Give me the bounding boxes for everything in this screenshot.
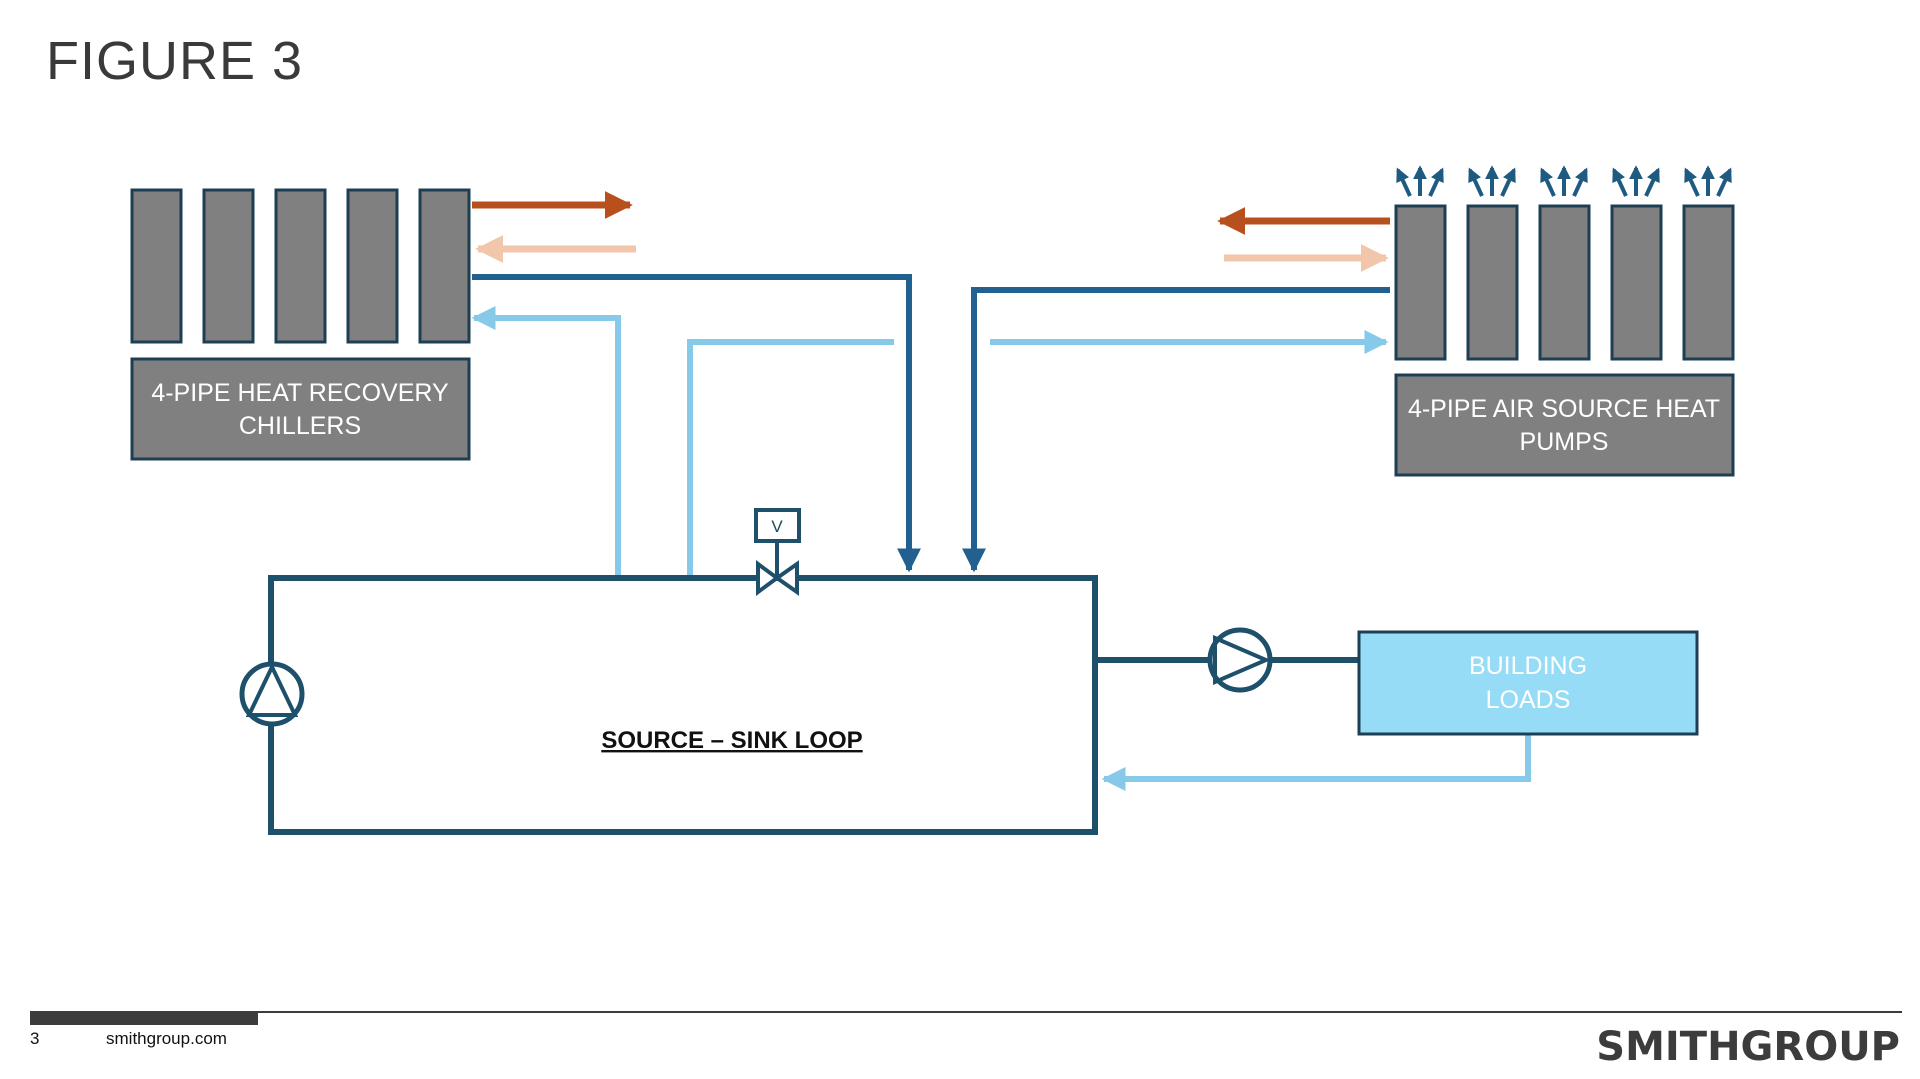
loop-to-chiller-pipe xyxy=(471,306,621,578)
chiller-unit-2 xyxy=(202,188,255,344)
hot-water-arrows xyxy=(472,191,1390,272)
loop-label: SOURCE – SINK LOOP xyxy=(601,727,862,754)
heat-pumps-label-line1: 4-PIPE AIR SOURCE HEAT xyxy=(1408,395,1720,423)
chiller-unit-3 xyxy=(274,188,327,344)
control-valve-icon: V xyxy=(754,508,801,596)
loop-pump-icon xyxy=(239,661,305,727)
slide-title: FIGURE 3 xyxy=(46,31,304,91)
building-loads-branch: BUILDING LOADS xyxy=(1095,627,1699,736)
building-return-pipe xyxy=(1101,734,1531,791)
loop-piping xyxy=(268,575,1098,835)
heat-pump-unit-4 xyxy=(1610,204,1663,361)
page-number: 3 xyxy=(30,1029,40,1048)
connection-pipes xyxy=(471,274,1531,791)
fan-exhaust-arrows-icon xyxy=(1396,165,1732,197)
footer-website: smithgroup.com xyxy=(106,1029,227,1048)
chillers-label-line1: 4-PIPE HEAT RECOVERY xyxy=(151,379,449,407)
heat-pumps-label-box xyxy=(1394,373,1735,477)
building-loads-line2: LOADS xyxy=(1486,686,1571,714)
building-pump-icon xyxy=(1207,627,1273,693)
building-loads-line1: BUILDING xyxy=(1469,652,1587,680)
chillers-label-box xyxy=(130,357,471,461)
source-sink-loop: SOURCE – SINK LOOP V xyxy=(239,508,1098,835)
heat-pumps-label-line2: PUMPS xyxy=(1520,428,1609,456)
chiller-unit-5 xyxy=(418,188,471,344)
chiller-unit-1 xyxy=(130,188,183,344)
footer-accent-bar xyxy=(30,1013,258,1025)
heat-pump-unit-1 xyxy=(1394,204,1447,361)
smithgroup-logo: SMITHGROUP xyxy=(1596,1024,1900,1070)
heat-pump-to-loop-pipe xyxy=(962,287,1390,573)
loop-branch-pipe xyxy=(687,339,894,578)
heat-pump-unit-3 xyxy=(1538,204,1591,361)
heat-pump-unit-2 xyxy=(1466,204,1519,361)
heat-recovery-chillers: 4-PIPE HEAT RECOVERY CHILLERS xyxy=(130,188,471,461)
heat-pump-unit-5 xyxy=(1682,204,1735,361)
building-loads-box xyxy=(1357,630,1699,736)
chillers-label-line2: CHILLERS xyxy=(239,412,361,440)
chiller-unit-4 xyxy=(346,188,399,344)
valve-label: V xyxy=(771,517,783,536)
air-source-heat-pumps: 4-PIPE AIR SOURCE HEAT PUMPS xyxy=(1394,165,1735,477)
chiller-to-loop-pipe xyxy=(472,274,921,573)
